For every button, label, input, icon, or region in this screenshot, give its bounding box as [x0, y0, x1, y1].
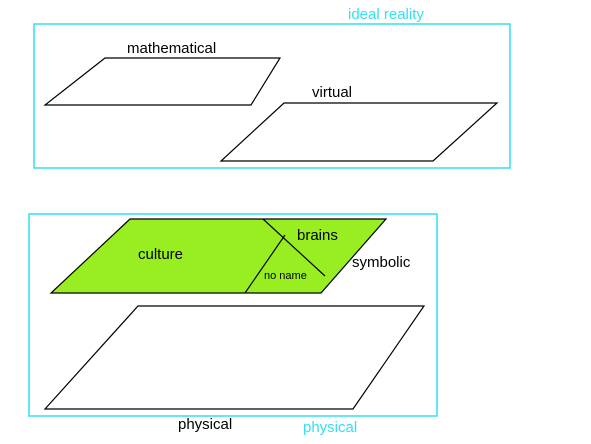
physical-frame-title: physical [303, 419, 357, 436]
culture-label: culture [138, 246, 183, 263]
virtual-plane [219, 102, 499, 162]
virtual-label: virtual [312, 84, 352, 101]
mathematical-plane [43, 57, 282, 106]
symbolic-plane [49, 218, 388, 294]
ideal-reality-title: ideal reality [348, 6, 424, 23]
no-name-label: no name [264, 270, 307, 282]
physical-plane-label: physical [178, 416, 232, 433]
physical-frame [28, 213, 438, 417]
brains-label: brains [297, 227, 338, 244]
symbolic-label: symbolic [352, 254, 411, 271]
physical-plane [43, 305, 426, 410]
symbolic-divider-line [262, 218, 326, 277]
mathematical-label: mathematical [127, 40, 216, 57]
ideal-reality-frame [33, 23, 511, 169]
symbolic-divider-line [244, 234, 286, 294]
